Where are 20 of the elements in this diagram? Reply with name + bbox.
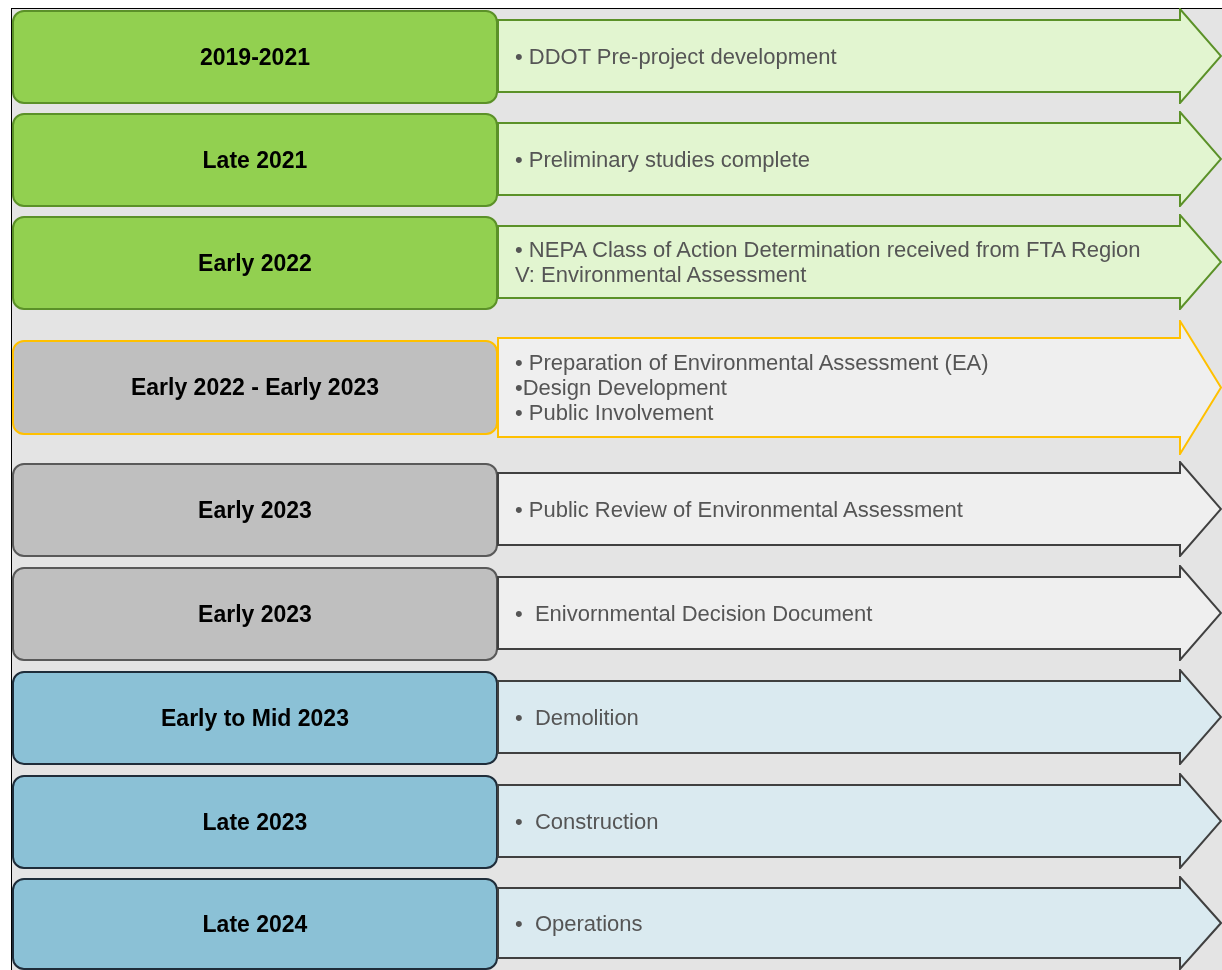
bullet-text: • Public Review of Environmental Assessment [515,496,964,522]
date-box: Early to Mid 2023 [12,671,498,765]
bullet-text: • Preliminary studies complete [515,146,812,172]
bullet-text: • Public Involvement [515,400,715,426]
bullet-text: • Construction [515,808,660,834]
date-box: Early 2023 [12,567,498,661]
date-box: Late 2024 [12,878,498,970]
bullet-text: •Design Development [515,374,728,401]
bullet-text: • NEPA Class of Action Determination received from FTA Region V: Environmental Assessment [515,236,1142,288]
date-box: Early 2023 [12,463,498,557]
bullet-text: • Demolition [515,704,640,730]
date-box: 2019-2021 [12,10,498,104]
bullet-text: • DDOT Pre-project development [515,43,838,69]
date-box: Early 2022 - Early 2023 [12,340,498,435]
date-box: Early 2022 [12,216,498,310]
bullet-text: • Enivornmental Decision Document [515,600,874,626]
bullet-text: • Operations [515,910,644,936]
date-box: Late 2023 [12,775,498,869]
bullet-text: • Preparation of Environmental Assessment (EA) [515,349,990,375]
date-box: Late 2021 [12,113,498,207]
